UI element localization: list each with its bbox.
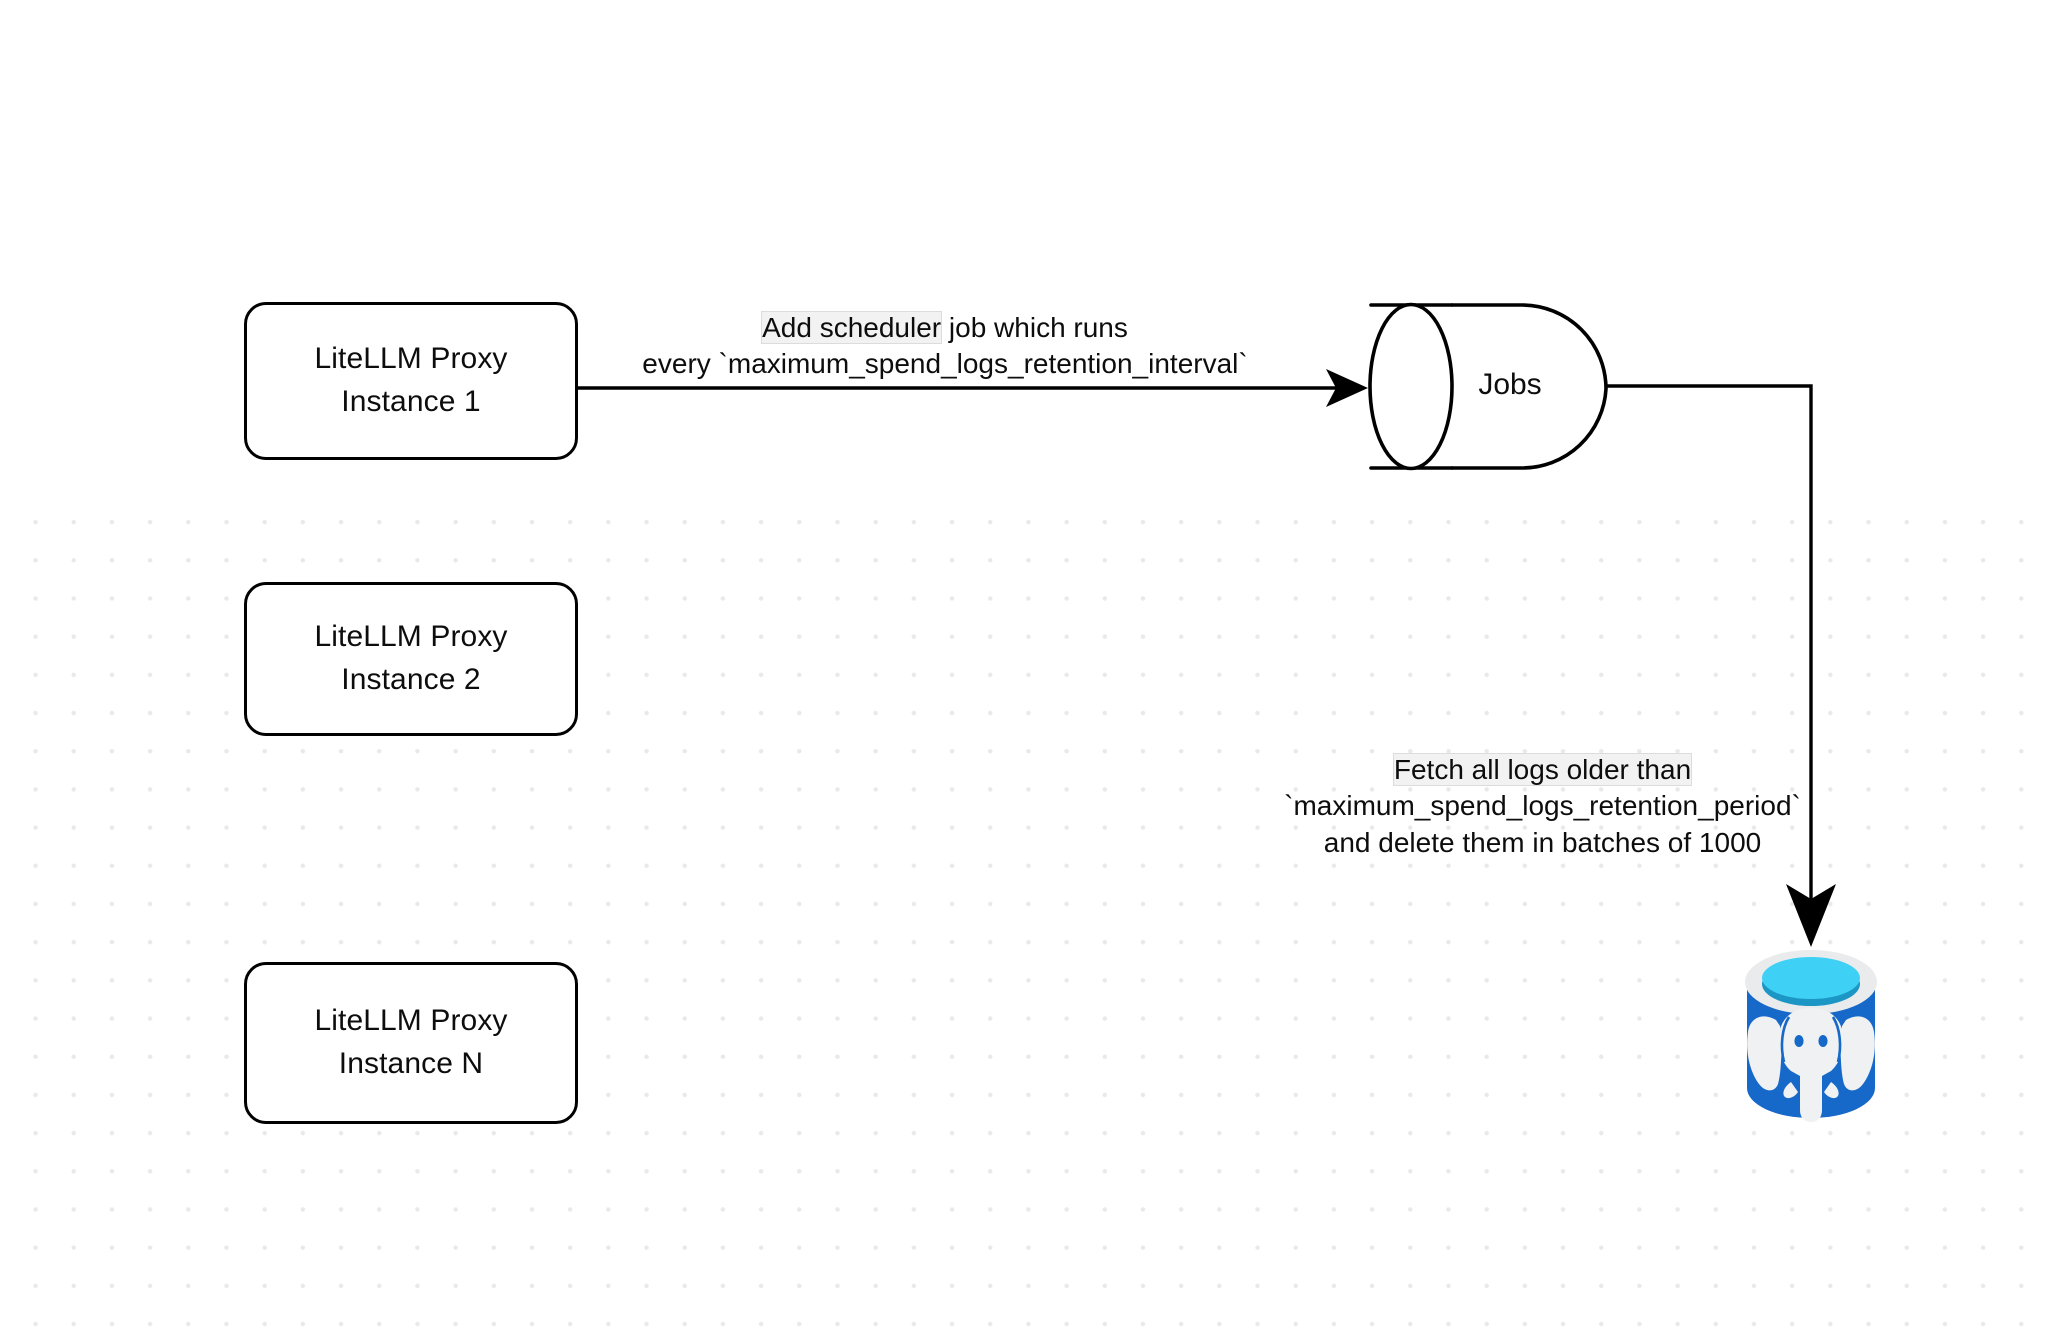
node-litellm-proxy-instance-1[interactable]: LiteLLM Proxy Instance 1 (244, 302, 578, 460)
edge-label-fetch-line-1: Fetch all logs older than (1255, 752, 1830, 788)
postgres-elephant-right-eye (1818, 1035, 1828, 1047)
postgres-elephant-left-eye (1794, 1035, 1804, 1047)
jobs-cylinder-left-cap (1368, 302, 1454, 471)
proxy-1-line-2: Instance 1 (341, 385, 481, 418)
edge-label-scheduler-line-1: Add scheduler job which runs (610, 310, 1280, 346)
edge-label-scheduler-highlight: Add scheduler (762, 312, 942, 343)
node-litellm-proxy-instance-2[interactable]: LiteLLM Proxy Instance 2 (244, 582, 578, 736)
edge-label-scheduler-line-2: every `maximum_spend_logs_retention_inte… (642, 348, 1248, 380)
edge-jobs-postgres-arrowhead (1786, 884, 1836, 947)
edge-label-fetch-highlight: Fetch all logs older than (1393, 754, 1692, 785)
proxy-2-line-1: LiteLLM Proxy (314, 620, 508, 654)
proxy-3-line-1: LiteLLM Proxy (314, 1004, 508, 1038)
postgres-elephant-left-crease (1780, 1016, 1791, 1063)
node-litellm-proxy-instance-n[interactable]: LiteLLM Proxy Instance N (244, 962, 578, 1124)
postgres-liquid-top (1762, 957, 1860, 999)
node-jobs-label: Jobs (1478, 368, 1542, 401)
proxy-3-line-2: Instance N (338, 1047, 484, 1080)
edge-label-add-scheduler-job: Add scheduler job which runs every `maxi… (610, 310, 1280, 383)
edge-proxy1-to-jobs (578, 369, 1368, 407)
edge-label-scheduler-line-1-rest: job which runs (941, 312, 1128, 343)
edge-label-fetch-and-delete-logs: Fetch all logs older than `maximum_spend… (1255, 752, 1830, 861)
proxy-1-line-1: LiteLLM Proxy (314, 342, 508, 376)
jobs-cylinder-shape (1368, 302, 1608, 471)
postgres-elephant-right-crease (1831, 1016, 1842, 1063)
postgres-elephant-icon (1747, 1008, 1875, 1122)
postgresql-database-icon (1745, 950, 1877, 1122)
edge-proxy1-jobs-arrowhead (1326, 369, 1368, 407)
jobs-cylinder-body-right (1450, 303, 1608, 470)
edge-label-fetch-line-3: and delete them in batches of 1000 (1323, 826, 1762, 858)
edge-label-fetch-line-2: `maximum_spend_logs_retention_period` (1284, 790, 1801, 822)
proxy-2-line-2: Instance 2 (341, 663, 481, 696)
edge-jobs-postgres-line (1606, 384, 1813, 900)
edge-jobs-to-postgres (1606, 384, 1836, 947)
